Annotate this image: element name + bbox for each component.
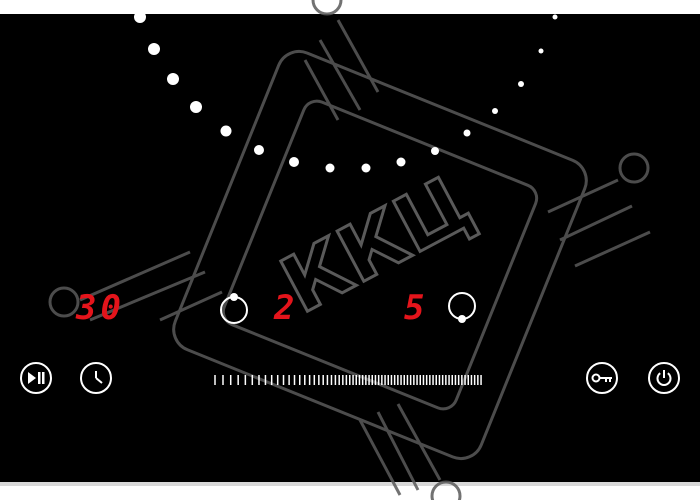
clock-icon — [95, 371, 103, 384]
indicator-dot — [518, 81, 524, 87]
power-button[interactable] — [648, 362, 680, 394]
panel-edge — [0, 482, 700, 486]
indicator-dot — [167, 73, 179, 85]
indicator-dot — [148, 43, 160, 55]
right-zone-knob[interactable] — [448, 292, 476, 323]
indicator-dot — [254, 145, 264, 155]
indicator-dot — [431, 147, 439, 155]
indicator-dot — [190, 101, 202, 113]
indicator-dot — [552, 14, 558, 20]
indicator-dot — [289, 157, 299, 167]
power-level-slider[interactable] — [212, 372, 484, 386]
left-zone-level-display: 2 — [274, 288, 299, 328]
play-pause-button[interactable] — [20, 362, 52, 394]
indicator-dot — [361, 163, 371, 173]
indicator-dot — [134, 11, 146, 23]
timer-display: 30 — [76, 288, 125, 328]
power-icon — [656, 370, 672, 386]
play-pause-icon — [28, 372, 45, 384]
right-zone-level-display: 5 — [404, 288, 429, 328]
key-icon — [591, 373, 612, 383]
slider-ticks — [214, 375, 482, 385]
indicator-dot — [396, 157, 406, 167]
indicator-dot — [492, 108, 498, 114]
indicator-dot — [463, 129, 471, 137]
indicator-dot — [538, 48, 544, 54]
timer-button[interactable] — [80, 362, 112, 394]
left-zone-knob[interactable] — [220, 293, 248, 324]
indicator-dot — [220, 125, 232, 137]
child-lock-button[interactable] — [586, 362, 618, 394]
indicator-dot — [325, 163, 335, 173]
